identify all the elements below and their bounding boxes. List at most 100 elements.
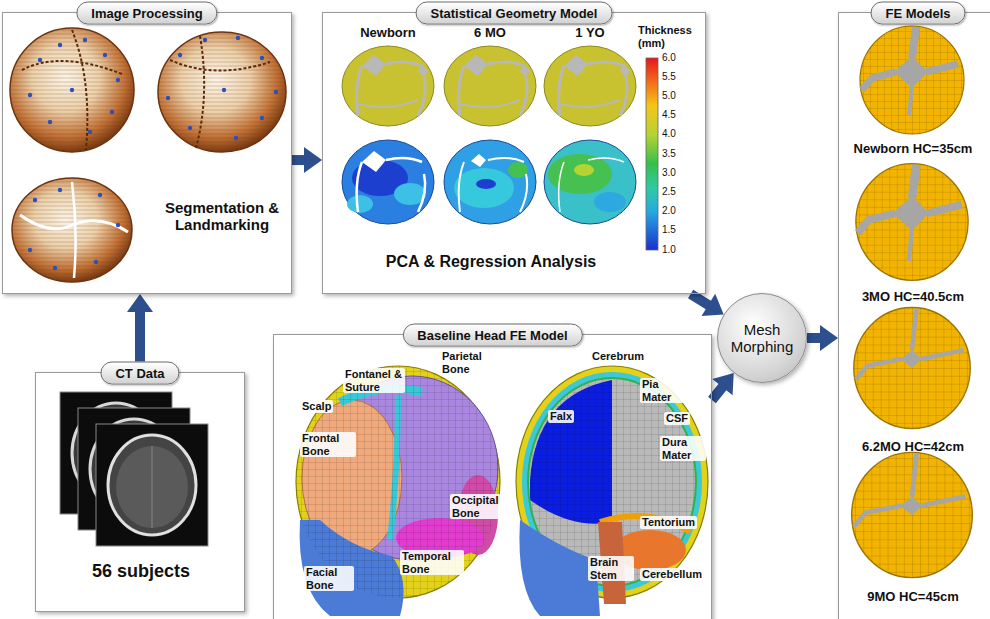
flow-arrow bbox=[292, 147, 322, 173]
skull-render bbox=[10, 28, 134, 152]
model-size-label: 6.2MO HC=42cm bbox=[838, 440, 988, 455]
arrow-head bbox=[127, 294, 153, 312]
ct-slices bbox=[96, 424, 208, 546]
skull-render bbox=[158, 32, 286, 152]
skull-render bbox=[178, 53, 182, 57]
skull-render bbox=[48, 120, 52, 124]
skull-render bbox=[72, 182, 76, 278]
thickness-head bbox=[357, 158, 425, 212]
arrow-head bbox=[304, 147, 322, 173]
ct-slices bbox=[108, 435, 196, 535]
skull-render bbox=[38, 58, 42, 62]
fe-heads bbox=[860, 26, 964, 134]
part-label: Tentorium bbox=[640, 516, 697, 529]
thickness-head bbox=[476, 179, 496, 189]
skull-render bbox=[260, 116, 264, 120]
part-label: Frontal Bone bbox=[300, 432, 356, 457]
skull-render bbox=[12, 178, 132, 282]
thickness-color-bar bbox=[646, 58, 658, 250]
model-size-label: Newborn HC=35cm bbox=[838, 142, 988, 157]
panel-title: CT Data bbox=[100, 362, 179, 385]
skull-render bbox=[116, 223, 120, 227]
skull-render bbox=[203, 38, 207, 42]
skull-render bbox=[188, 126, 192, 130]
skull-render bbox=[33, 198, 37, 202]
thickness-head bbox=[594, 192, 626, 212]
arrow-shaft bbox=[712, 386, 723, 400]
arrow-head bbox=[820, 325, 838, 351]
arrow-shaft bbox=[691, 294, 710, 305]
thickness-head bbox=[347, 195, 373, 213]
panel-title: Baseline Head FE Model bbox=[402, 324, 582, 347]
thickness-head bbox=[544, 140, 636, 224]
thickness-head bbox=[548, 154, 612, 194]
arrow-shaft bbox=[292, 155, 305, 165]
scale-tick: 5.5 bbox=[662, 71, 692, 83]
scale-tick: 4.5 bbox=[662, 109, 692, 121]
skull-render bbox=[222, 88, 226, 92]
skull-render bbox=[22, 61, 122, 74]
thickness-head bbox=[508, 162, 528, 178]
panel-title: Statistical Geometry Model bbox=[416, 2, 613, 25]
skull-render bbox=[98, 193, 102, 197]
arrow-head bbox=[702, 294, 724, 316]
scale-tick: 5.0 bbox=[662, 90, 692, 102]
head-model-section bbox=[516, 366, 708, 616]
part-label: Brain Stem bbox=[588, 556, 634, 581]
age-label: 6 MO bbox=[450, 26, 530, 41]
step-caption: PCA & Regression Analysis bbox=[361, 253, 621, 271]
skull-render bbox=[72, 30, 87, 150]
age-label: Newborn bbox=[348, 26, 428, 41]
thickness-head bbox=[342, 140, 434, 224]
part-label: Occipital Bone bbox=[450, 494, 514, 519]
panel-title: FE Models bbox=[870, 2, 965, 25]
thickness-color-bar bbox=[646, 58, 658, 250]
geometry-heads bbox=[444, 46, 536, 126]
fe-heads bbox=[852, 452, 973, 577]
head-model-exterior bbox=[296, 366, 500, 598]
skull-render bbox=[58, 188, 62, 192]
thickness-head bbox=[444, 140, 536, 224]
part-label: Pia Mater bbox=[640, 378, 684, 403]
skull-render bbox=[158, 32, 286, 152]
part-label: Fontanel & Suture bbox=[343, 368, 405, 393]
ct-data-panel: CT Data56 subjects bbox=[35, 372, 245, 612]
part-label: Falx bbox=[548, 410, 574, 423]
skull-render bbox=[158, 32, 286, 152]
geometry-heads bbox=[342, 46, 636, 126]
flow-arrow bbox=[127, 294, 153, 362]
scale-tick: 1.0 bbox=[662, 244, 692, 256]
ct-slices bbox=[151, 446, 153, 528]
part-label: Temporal Bone bbox=[400, 550, 464, 575]
thickness-head bbox=[459, 158, 527, 212]
thickness-head bbox=[574, 164, 594, 176]
thickness-head bbox=[444, 140, 536, 224]
morphing-circle: Mesh Morphing bbox=[717, 293, 807, 383]
scale-title: Thickness (mm) bbox=[638, 24, 704, 49]
skull-render bbox=[28, 188, 120, 270]
skull-render bbox=[170, 60, 270, 71]
scale-tick: 2.5 bbox=[662, 186, 692, 198]
arrow-shaft bbox=[807, 333, 821, 343]
panel-title: Image Processing bbox=[76, 2, 217, 25]
skull-render bbox=[110, 110, 114, 114]
part-label: Scalp bbox=[300, 400, 333, 413]
thickness-head bbox=[544, 140, 636, 224]
fe-models-panel: FE Models bbox=[838, 12, 990, 619]
skull-render bbox=[196, 36, 204, 148]
thickness-head bbox=[471, 154, 486, 167]
scale-tick: 6.0 bbox=[662, 52, 692, 64]
geometry-heads bbox=[342, 46, 434, 126]
scale-tick: 3.5 bbox=[662, 148, 692, 160]
subject-count: 56 subjects bbox=[36, 561, 246, 582]
scale-tick: 3.0 bbox=[662, 167, 692, 179]
skull-render bbox=[166, 96, 170, 100]
skull-render bbox=[103, 53, 107, 57]
process-name: Mesh Morphing bbox=[726, 321, 798, 356]
head-model-exterior bbox=[296, 366, 500, 616]
skull-render bbox=[234, 136, 238, 140]
skull-render bbox=[116, 78, 120, 82]
